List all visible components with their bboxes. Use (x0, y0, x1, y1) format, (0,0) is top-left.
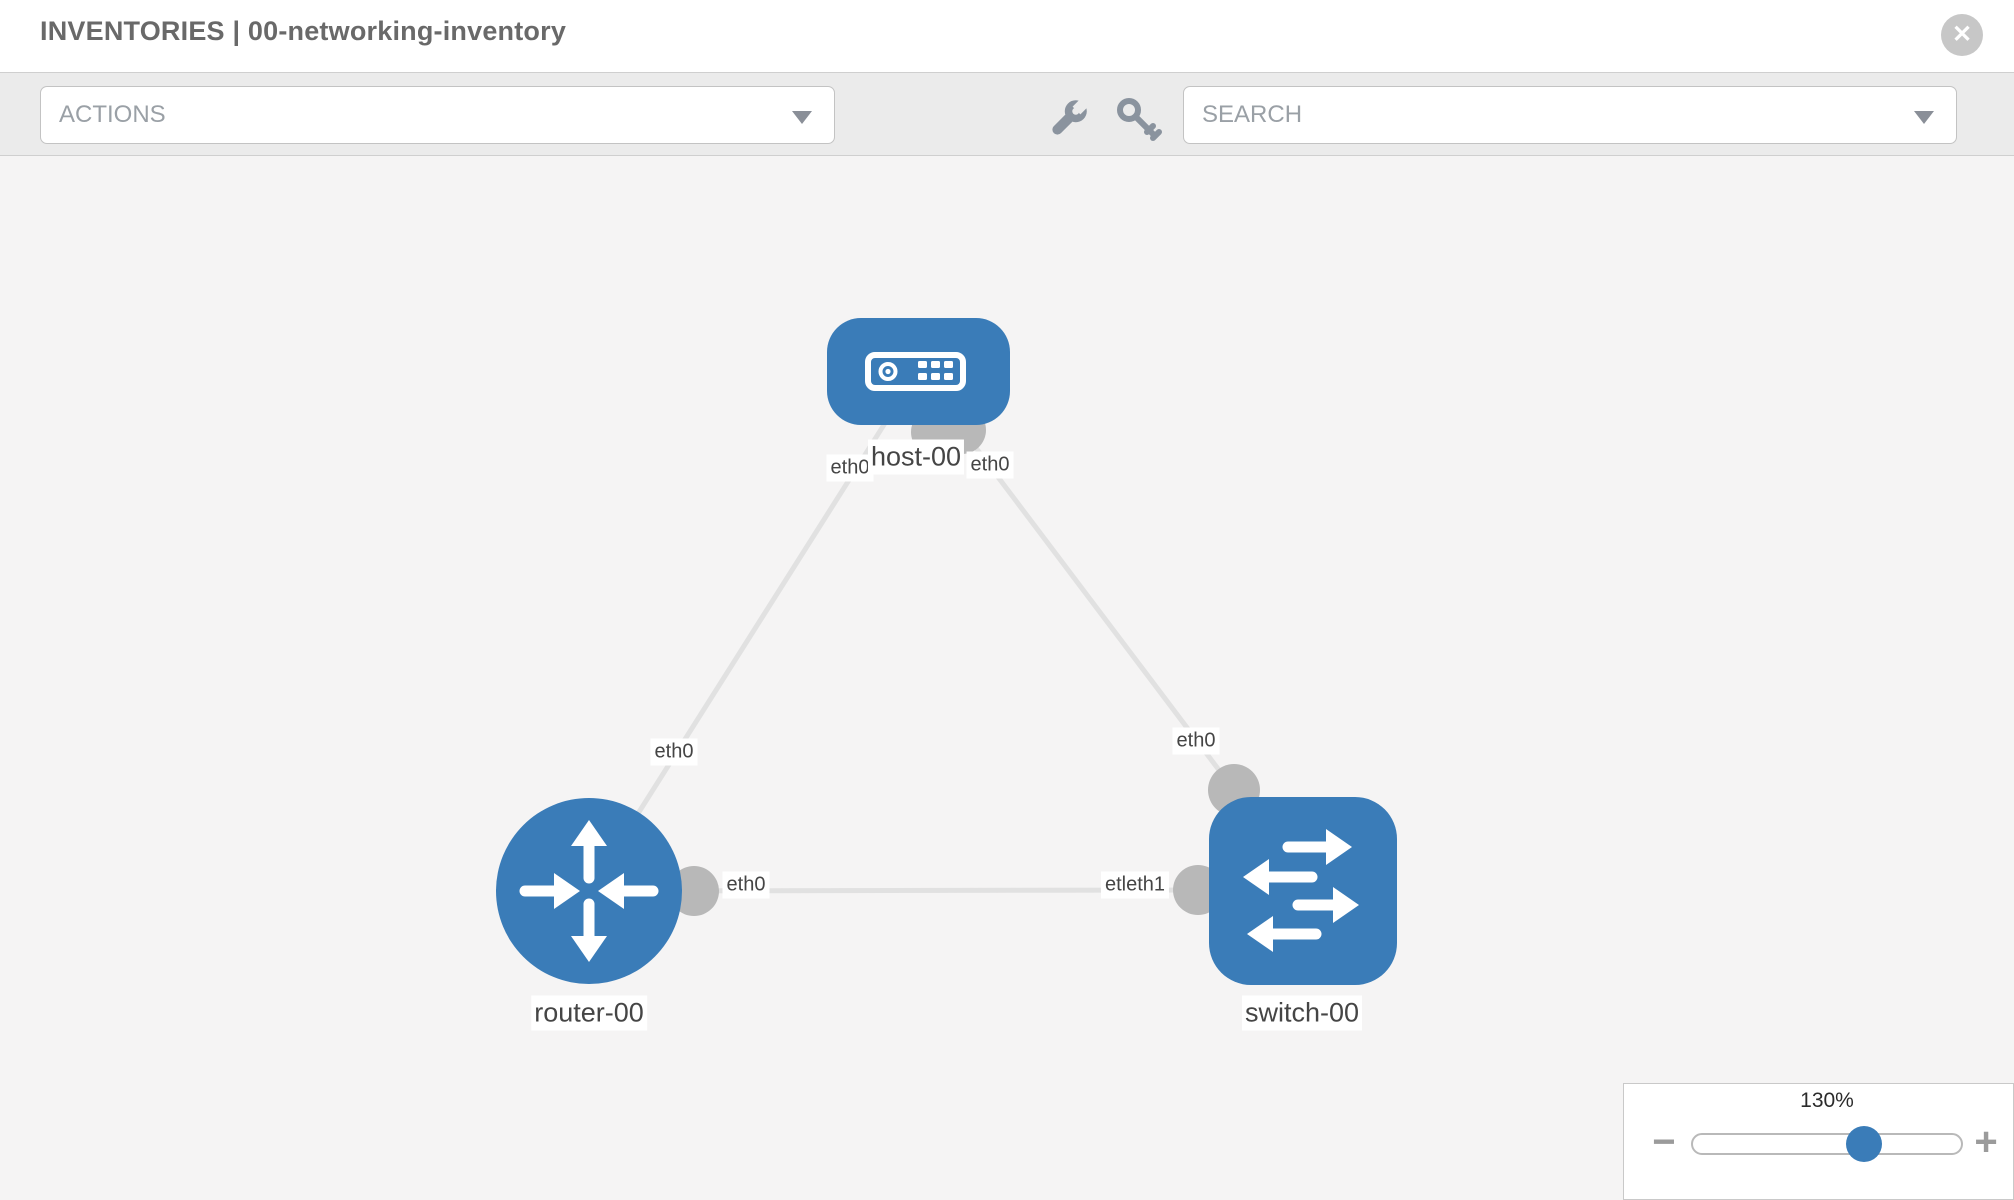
node-switch[interactable] (1209, 797, 1397, 985)
key-icon[interactable] (1114, 95, 1162, 143)
zoom-slider-track[interactable] (1691, 1133, 1963, 1155)
interface-label: eth0 (966, 451, 1014, 479)
interface-label: eth0 (1172, 727, 1220, 755)
toolbar: ACTIONS SEARCH (0, 72, 2014, 156)
search-placeholder: SEARCH (1202, 101, 1303, 128)
search-input[interactable]: SEARCH (1183, 86, 1957, 144)
interface-label: eth0 (722, 871, 770, 899)
host-icon (865, 352, 966, 391)
actions-dropdown-label: ACTIONS (59, 101, 166, 128)
actions-dropdown[interactable]: ACTIONS (40, 86, 835, 144)
interface-label: etleth1 (1100, 871, 1170, 899)
node-router[interactable] (496, 798, 682, 984)
switch-icon (1243, 829, 1359, 952)
interface-label: eth0 (826, 454, 874, 482)
chevron-down-icon (792, 111, 812, 124)
node-label-switch: switch-00 (1241, 995, 1363, 1031)
zoom-level-value: 130% (1800, 1089, 1854, 1112)
header-bar: INVENTORIES | 00-networking-inventory ✕ (0, 0, 2014, 72)
zoom-slider-thumb[interactable] (1846, 1126, 1882, 1162)
node-label-router: router-00 (531, 995, 647, 1031)
close-icon[interactable]: ✕ (1941, 14, 1983, 56)
wrench-icon[interactable] (1044, 95, 1092, 143)
interface-connector (669, 866, 719, 916)
zoom-out-button[interactable]: − (1652, 1120, 1676, 1164)
interface-label: eth0 (650, 738, 698, 766)
node-host[interactable] (827, 318, 1010, 425)
topology-canvas[interactable]: eth0 eth0 eth0 eth0 eth0 etleth1 host-00… (0, 156, 2014, 1200)
node-label-host: host-00 (867, 439, 965, 475)
router-icon (519, 820, 659, 962)
connector-layer (669, 406, 1260, 916)
zoom-control-panel: 130% − + (1623, 1083, 2014, 1200)
zoom-in-button[interactable]: + (1974, 1120, 1998, 1164)
page-title: INVENTORIES | 00-networking-inventory (40, 16, 567, 46)
chevron-down-icon (1914, 111, 1934, 124)
